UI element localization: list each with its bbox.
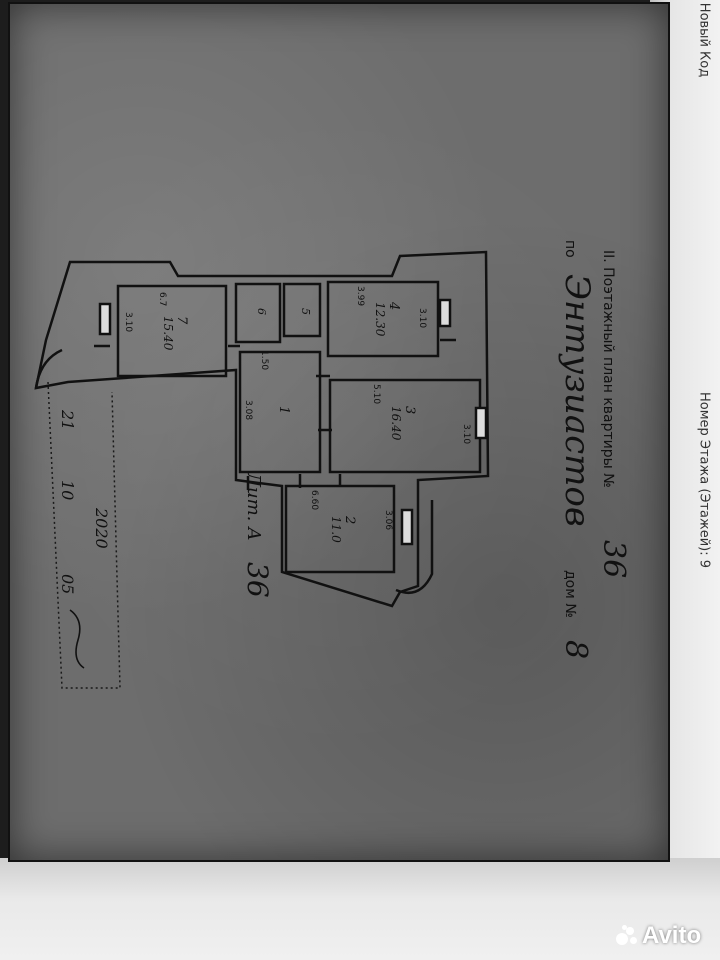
plan-heading-group: II. Поэтажный план квартиры № 36 [596, 250, 631, 578]
svg-text:16.40: 16.40 [389, 406, 403, 441]
dimension-label: 3.10 [123, 312, 133, 332]
plan-heading: II. Поэтажный план квартиры № [600, 250, 616, 488]
svg-text:11.0: 11.0 [329, 516, 343, 543]
sheet-label: Лит. А [243, 471, 264, 541]
svg-text:12.30: 12.30 [373, 302, 387, 337]
street-name: Энтузиастов [557, 274, 597, 527]
room-labels: 7 15.40 6 5 4 12.30 1 3 16.40 2 11.0 [161, 301, 417, 543]
avito-watermark: Avito [616, 922, 701, 950]
dimension-label: 5.10 [371, 384, 381, 404]
room-3: 3 16.40 [389, 406, 417, 441]
svg-text:6: 6 [255, 308, 268, 315]
house-label: дом № [562, 570, 578, 618]
room-1: 1 [276, 406, 291, 414]
svg-text:15.40: 15.40 [161, 316, 175, 351]
svg-text:3: 3 [402, 406, 417, 414]
dimension-label: 3.10 [417, 308, 427, 328]
scale-value-1: 21 [58, 409, 77, 430]
avito-logo-icon [616, 925, 638, 947]
room-6: 6 [255, 308, 268, 315]
sheet-number: 36 [241, 562, 274, 598]
room-7: 7 15.40 [161, 316, 189, 351]
svg-text:1: 1 [276, 406, 291, 414]
dimension-label: 3.99 [355, 286, 365, 306]
dimension-label: 3.08 [243, 400, 253, 420]
svg-text:2: 2 [342, 515, 357, 524]
dimension-label: 3.06 [383, 510, 393, 530]
avito-brand: Avito [642, 922, 702, 949]
dimension-label: 3.10 [461, 424, 471, 444]
dimension-label: 6.60 [309, 490, 319, 510]
floor-plan-walls [34, 250, 490, 608]
street-prefix: по [562, 240, 578, 258]
dimension-labels: 3.10 3.10 3.10 1.50 3.08 5.10 6.60 3.06 … [123, 286, 471, 530]
svg-text:5: 5 [299, 308, 312, 315]
scale-value-2: 10 [58, 480, 77, 500]
dimension-label: 1.50 [259, 350, 269, 370]
dimension-label: 6.7 [157, 292, 167, 306]
paper-margin-bottom [0, 858, 720, 960]
room-2: 2 11.0 [329, 515, 357, 543]
signature [69, 609, 85, 669]
room-5: 5 [299, 308, 312, 315]
scale-value-3: 2020 [92, 507, 111, 549]
scale-notes: 21 10 2020 05 [58, 409, 111, 594]
svg-text:4: 4 [386, 301, 401, 310]
address-line: по Энтузиастов дом № 8 [557, 240, 597, 659]
apartment-number: 36 [596, 540, 631, 578]
sheet-line: Лит. А 36 [241, 471, 274, 598]
room-4: 4 12.30 [373, 301, 401, 337]
scale-value-4: 05 [58, 574, 77, 594]
document-photo [8, 2, 670, 862]
house-number: 8 [558, 640, 593, 659]
svg-text:7: 7 [174, 316, 189, 325]
